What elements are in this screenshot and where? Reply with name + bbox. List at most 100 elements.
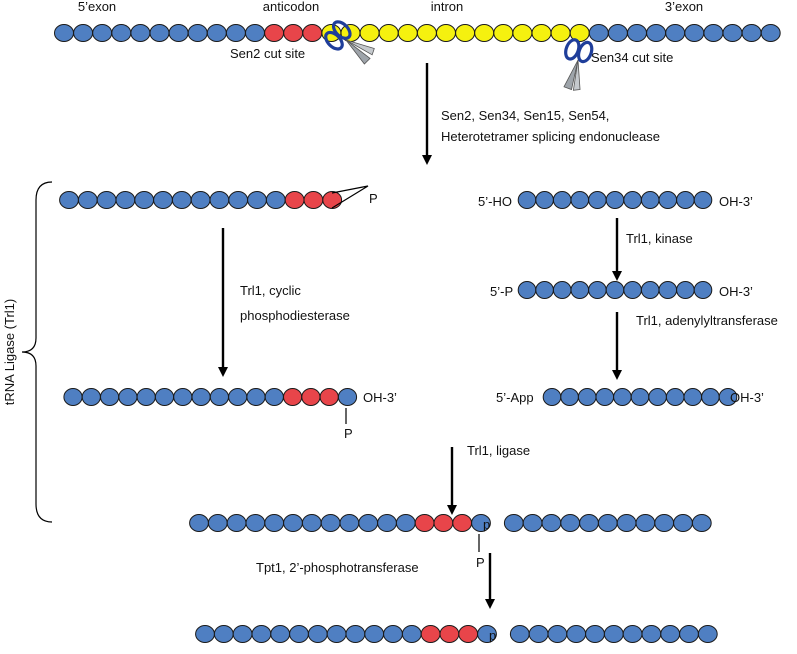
anticodon-nucleotide — [284, 191, 305, 209]
anticodon-nucleotide — [319, 388, 339, 406]
exon-nucleotide — [503, 514, 524, 532]
exon-nucleotide — [613, 388, 632, 406]
exon-nucleotide — [326, 625, 347, 643]
exon-nucleotide — [270, 625, 291, 643]
exon-nucleotide — [597, 514, 618, 532]
exon-nucleotide — [337, 388, 358, 406]
exon-nucleotide — [665, 24, 686, 42]
exon-nucleotide — [605, 191, 625, 209]
label-anticodon: anticodon — [263, 0, 319, 14]
exon-nucleotide — [364, 625, 385, 643]
label-cpd-line2: phosphodiesterase — [240, 308, 350, 323]
exon-nucleotide — [73, 24, 94, 42]
exon-nucleotide — [395, 514, 416, 532]
exon-nucleotide — [588, 24, 609, 42]
label-cpd-line1: Trl1, cyclic — [240, 283, 301, 298]
intron-nucleotide — [531, 24, 552, 42]
strand-5-half-2p-phosphate — [63, 388, 358, 406]
label-trna-ligase: tRNA Ligase (Trl1) — [2, 299, 17, 405]
exon-nucleotide — [522, 514, 543, 532]
exon-nucleotide — [228, 388, 248, 406]
exon-nucleotide — [585, 625, 605, 643]
exon-nucleotide — [187, 24, 208, 42]
exon-nucleotide — [471, 514, 491, 532]
exon-nucleotide — [595, 388, 615, 406]
exon-nucleotide — [377, 514, 397, 532]
exon-nucleotide — [658, 191, 678, 209]
exon-nucleotide — [701, 388, 720, 406]
label-ligase: Trl1, ligase — [467, 443, 530, 458]
anticodon-nucleotide — [301, 388, 321, 406]
exon-nucleotide — [245, 24, 265, 42]
strand-3-half-5-p — [517, 281, 713, 299]
exon-nucleotide — [96, 191, 117, 209]
strand-3-half-5-app — [542, 388, 738, 406]
exon-nucleotide — [100, 388, 120, 406]
exon-nucleotide — [134, 191, 155, 209]
exon-nucleotide — [684, 24, 705, 42]
exon-nucleotide — [673, 514, 693, 532]
exon-nucleotide — [603, 625, 624, 643]
anticodon-nucleotide — [302, 24, 323, 42]
label-2p-ligated: P — [476, 555, 485, 570]
label-sen34-cut-site: Sen34 cut site — [591, 50, 673, 65]
exon-nucleotide — [509, 625, 530, 643]
exon-nucleotide — [635, 514, 656, 532]
exon-nucleotide — [588, 281, 607, 299]
exon-nucleotide — [646, 24, 667, 42]
exon-nucleotide — [607, 24, 628, 42]
exon-nucleotide — [535, 281, 554, 299]
exon-nucleotide — [722, 24, 743, 42]
exon-nucleotide — [401, 625, 422, 643]
exon-nucleotide — [77, 191, 98, 209]
exon-nucleotide — [616, 514, 637, 532]
exon-nucleotide — [232, 625, 253, 643]
exon-nucleotide — [640, 281, 660, 299]
exon-nucleotide — [358, 514, 379, 532]
exon-nucleotide — [206, 24, 227, 42]
exon-nucleotide — [693, 191, 713, 209]
label-phosphotransferase: Tpt1, 2’-phosphotransferase — [256, 560, 419, 575]
exon-nucleotide — [301, 514, 322, 532]
exon-nucleotide — [136, 388, 156, 406]
exon-nucleotide — [679, 625, 699, 643]
anticodon-nucleotide — [414, 514, 435, 532]
exon-nucleotide — [209, 388, 229, 406]
intron-nucleotide — [455, 24, 476, 42]
exon-nucleotide — [535, 191, 554, 209]
exon-nucleotide — [153, 191, 173, 209]
anticodon-nucleotide — [264, 24, 285, 42]
bracket-trl1 — [21, 181, 53, 523]
label-sen2-cut-site: Sen2 cut site — [230, 46, 305, 61]
exon-nucleotide — [588, 191, 607, 209]
exon-nucleotide — [718, 388, 738, 406]
exon-nucleotide — [570, 281, 590, 299]
label-adenylyltransferase: Trl1, adenylyltransferase — [636, 313, 778, 328]
scissors-sen34-icon — [563, 38, 594, 91]
exon-nucleotide — [542, 388, 562, 406]
exon-nucleotide — [190, 191, 211, 209]
exon-nucleotide — [92, 24, 113, 42]
exon-nucleotide — [189, 514, 209, 532]
intron-nucleotide — [512, 24, 533, 42]
exon-nucleotide — [228, 191, 249, 209]
exon-nucleotide — [265, 191, 286, 209]
exon-nucleotide — [665, 388, 685, 406]
anticodon-nucleotide — [322, 191, 343, 209]
exon-nucleotide — [264, 388, 284, 406]
exon-nucleotide — [173, 388, 193, 406]
label-junction-p: p — [483, 517, 490, 532]
label-cyclic-p: P — [369, 191, 378, 206]
exon-nucleotide — [63, 388, 83, 406]
intron-nucleotide — [550, 24, 571, 42]
label-endonuclease-line2: Heterotetramer splicing endonuclease — [441, 129, 660, 144]
exon-nucleotide — [630, 388, 650, 406]
exon-nucleotide — [654, 514, 675, 532]
strand-ligated-2p — [189, 514, 712, 532]
exon-nucleotide — [247, 191, 267, 209]
exon-nucleotide — [154, 388, 175, 406]
exon-nucleotide — [552, 281, 572, 299]
intron-nucleotide — [436, 24, 456, 42]
anticodon-nucleotide — [283, 388, 303, 406]
